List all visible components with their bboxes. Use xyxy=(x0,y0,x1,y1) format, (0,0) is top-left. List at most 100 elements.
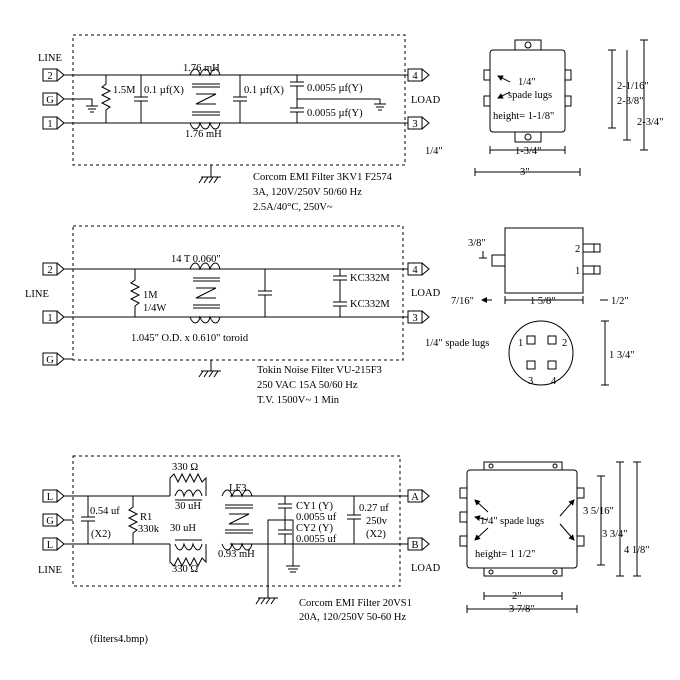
svg-text:A: A xyxy=(411,492,419,503)
svg-text:2: 2 xyxy=(47,265,52,276)
filter3-cap-x2 xyxy=(347,496,361,544)
svg-text:330 Ω: 330 Ω xyxy=(172,564,198,575)
svg-text:LINE: LINE xyxy=(38,565,62,576)
svg-text:3 7/8": 3 7/8" xyxy=(509,604,535,615)
svg-text:0.93 mH: 0.93 mH xyxy=(218,549,255,560)
svg-text:250v: 250v xyxy=(366,516,388,527)
svg-text:20A, 120/250V 50-60 Hz: 20A, 120/250V 50-60 Hz xyxy=(299,612,406,623)
svg-text:LOAD: LOAD xyxy=(411,95,441,106)
svg-text:0.54 uf: 0.54 uf xyxy=(90,506,120,517)
filter2-enclosure-outline xyxy=(72,225,404,361)
filter2-terminal-4: 4 xyxy=(407,262,430,276)
filter2-cap-y xyxy=(333,269,347,317)
svg-text:1/4" spade lugs: 1/4" spade lugs xyxy=(425,338,489,349)
svg-text:4: 4 xyxy=(412,265,418,276)
filter3-terminal-l-top: L xyxy=(42,489,65,503)
filter3-choke-lf3 xyxy=(221,489,253,551)
svg-text:2: 2 xyxy=(575,244,580,255)
svg-text:1 5/8": 1 5/8" xyxy=(530,296,556,307)
svg-text:0.0055 µf(Y): 0.0055 µf(Y) xyxy=(307,108,363,119)
svg-text:L: L xyxy=(47,492,53,503)
svg-text:330 Ω: 330 Ω xyxy=(172,462,198,473)
filter1-outline-drawing: 1/4" spade lugs height= 1-1/8" 2-1/16" 2… xyxy=(425,39,663,178)
svg-text:height= 1 1/2": height= 1 1/2" xyxy=(475,549,535,560)
filter3-enclosure-outline xyxy=(72,455,401,587)
svg-text:4: 4 xyxy=(551,376,557,387)
svg-text:0.1 µf(X): 0.1 µf(X) xyxy=(144,85,184,96)
svg-text:3 5/16": 3 5/16" xyxy=(583,506,614,517)
svg-text:2-3/4": 2-3/4" xyxy=(637,117,663,128)
svg-text:G: G xyxy=(46,516,54,527)
filter3-outline-drawing: 1/4" spade lugs height= 1 1/2" 3 5/16" 3… xyxy=(459,461,650,615)
svg-text:1-3/4": 1-3/4" xyxy=(515,146,541,157)
svg-text:KC332M: KC332M xyxy=(350,299,390,310)
svg-text:R1: R1 xyxy=(140,512,152,523)
svg-text:LINE: LINE xyxy=(25,289,49,300)
filter1-terminal-4: 4 xyxy=(407,68,430,82)
svg-text:Corcom EMI Filter 20VS1: Corcom EMI Filter 20VS1 xyxy=(299,598,412,609)
svg-text:0.1 µf(X): 0.1 µf(X) xyxy=(244,85,284,96)
svg-text:1.5M: 1.5M xyxy=(113,85,136,96)
filename-caption: (filters4.bmp) xyxy=(90,634,149,645)
svg-text:(X2): (X2) xyxy=(366,529,386,540)
svg-text:3/8": 3/8" xyxy=(468,238,486,249)
filter3-terminal-g: G xyxy=(42,513,65,527)
svg-text:1M: 1M xyxy=(143,290,158,301)
svg-text:CY2 (Y): CY2 (Y) xyxy=(296,523,334,534)
filter3-cap-x1 xyxy=(81,496,95,544)
svg-text:330k: 330k xyxy=(138,524,160,535)
svg-text:1/2": 1/2" xyxy=(611,296,629,307)
svg-text:1.76 mH: 1.76 mH xyxy=(183,63,220,74)
filter2-schematic: 2 LINE 1 G 1M 1/4W 14 T 0.060" KC332M KC… xyxy=(25,225,441,406)
svg-text:1/4": 1/4" xyxy=(480,516,498,527)
svg-text:LOAD: LOAD xyxy=(411,288,441,299)
filter1-choke xyxy=(189,68,221,130)
svg-text:3": 3" xyxy=(520,167,530,178)
svg-text:1/4": 1/4" xyxy=(425,146,443,157)
filter1-cap-x1 xyxy=(134,75,148,123)
svg-text:250 VAC 15A 50/60 Hz: 250 VAC 15A 50/60 Hz xyxy=(257,380,358,391)
svg-text:G: G xyxy=(46,95,54,106)
svg-text:3: 3 xyxy=(528,376,533,387)
svg-text:height= 1-1/8": height= 1-1/8" xyxy=(493,111,554,122)
svg-text:T.V. 1500V~ 1 Min: T.V. 1500V~ 1 Min xyxy=(257,395,340,406)
svg-text:spade lugs: spade lugs xyxy=(500,516,544,527)
filter3-schematic: L G L LINE 0.54 uf (X2) R1 330k 330 Ω 33… xyxy=(38,455,441,623)
svg-text:0.27 uf: 0.27 uf xyxy=(359,503,389,514)
filter3-choke-30uh xyxy=(174,489,203,551)
svg-text:1: 1 xyxy=(47,119,52,130)
filter2-terminal-g: G xyxy=(42,352,65,366)
filter3-terminal-l-bot: L xyxy=(42,537,65,551)
svg-text:1: 1 xyxy=(518,338,523,349)
filter2-cap-x xyxy=(258,269,272,317)
filter1-terminal-3: 3 xyxy=(407,116,430,130)
filter1-schematic: 2 G 1 LINE 1.5M 0.1 µf(X) 1.76 xyxy=(38,34,441,213)
filter1-cap-y xyxy=(290,75,380,123)
filter2-choke xyxy=(189,262,221,324)
svg-text:30 uH: 30 uH xyxy=(175,501,201,512)
filter1-terminal-g: G xyxy=(42,92,65,106)
svg-text:2.5A/40°C, 250V~: 2.5A/40°C, 250V~ xyxy=(253,202,333,213)
filter2-terminal-1: 1 xyxy=(42,310,65,324)
filter3-resistor-r1 xyxy=(127,496,139,544)
svg-text:1.045" O.D. x 0.610" toroid: 1.045" O.D. x 0.610" toroid xyxy=(131,333,249,344)
svg-text:2-3/8": 2-3/8" xyxy=(617,96,643,107)
svg-text:1/4W: 1/4W xyxy=(143,303,166,314)
svg-text:L: L xyxy=(47,540,53,551)
filter3-terminal-b: B xyxy=(407,537,430,551)
svg-text:30 uH: 30 uH xyxy=(170,523,196,534)
svg-text:2: 2 xyxy=(47,71,52,82)
svg-text:KC332M: KC332M xyxy=(350,273,390,284)
svg-text:4: 4 xyxy=(412,71,418,82)
svg-text:1 3/4": 1 3/4" xyxy=(609,350,635,361)
svg-text:2": 2" xyxy=(512,591,522,602)
filter1-cap-x2 xyxy=(233,75,247,123)
svg-text:B: B xyxy=(411,540,418,551)
filter1-resistor xyxy=(100,75,112,123)
filter1-enclosure-outline xyxy=(72,34,406,166)
filter1-terminal-2: 2 xyxy=(42,68,65,82)
svg-text:3: 3 xyxy=(412,313,417,324)
svg-text:14 T 0.060": 14 T 0.060" xyxy=(171,254,221,265)
